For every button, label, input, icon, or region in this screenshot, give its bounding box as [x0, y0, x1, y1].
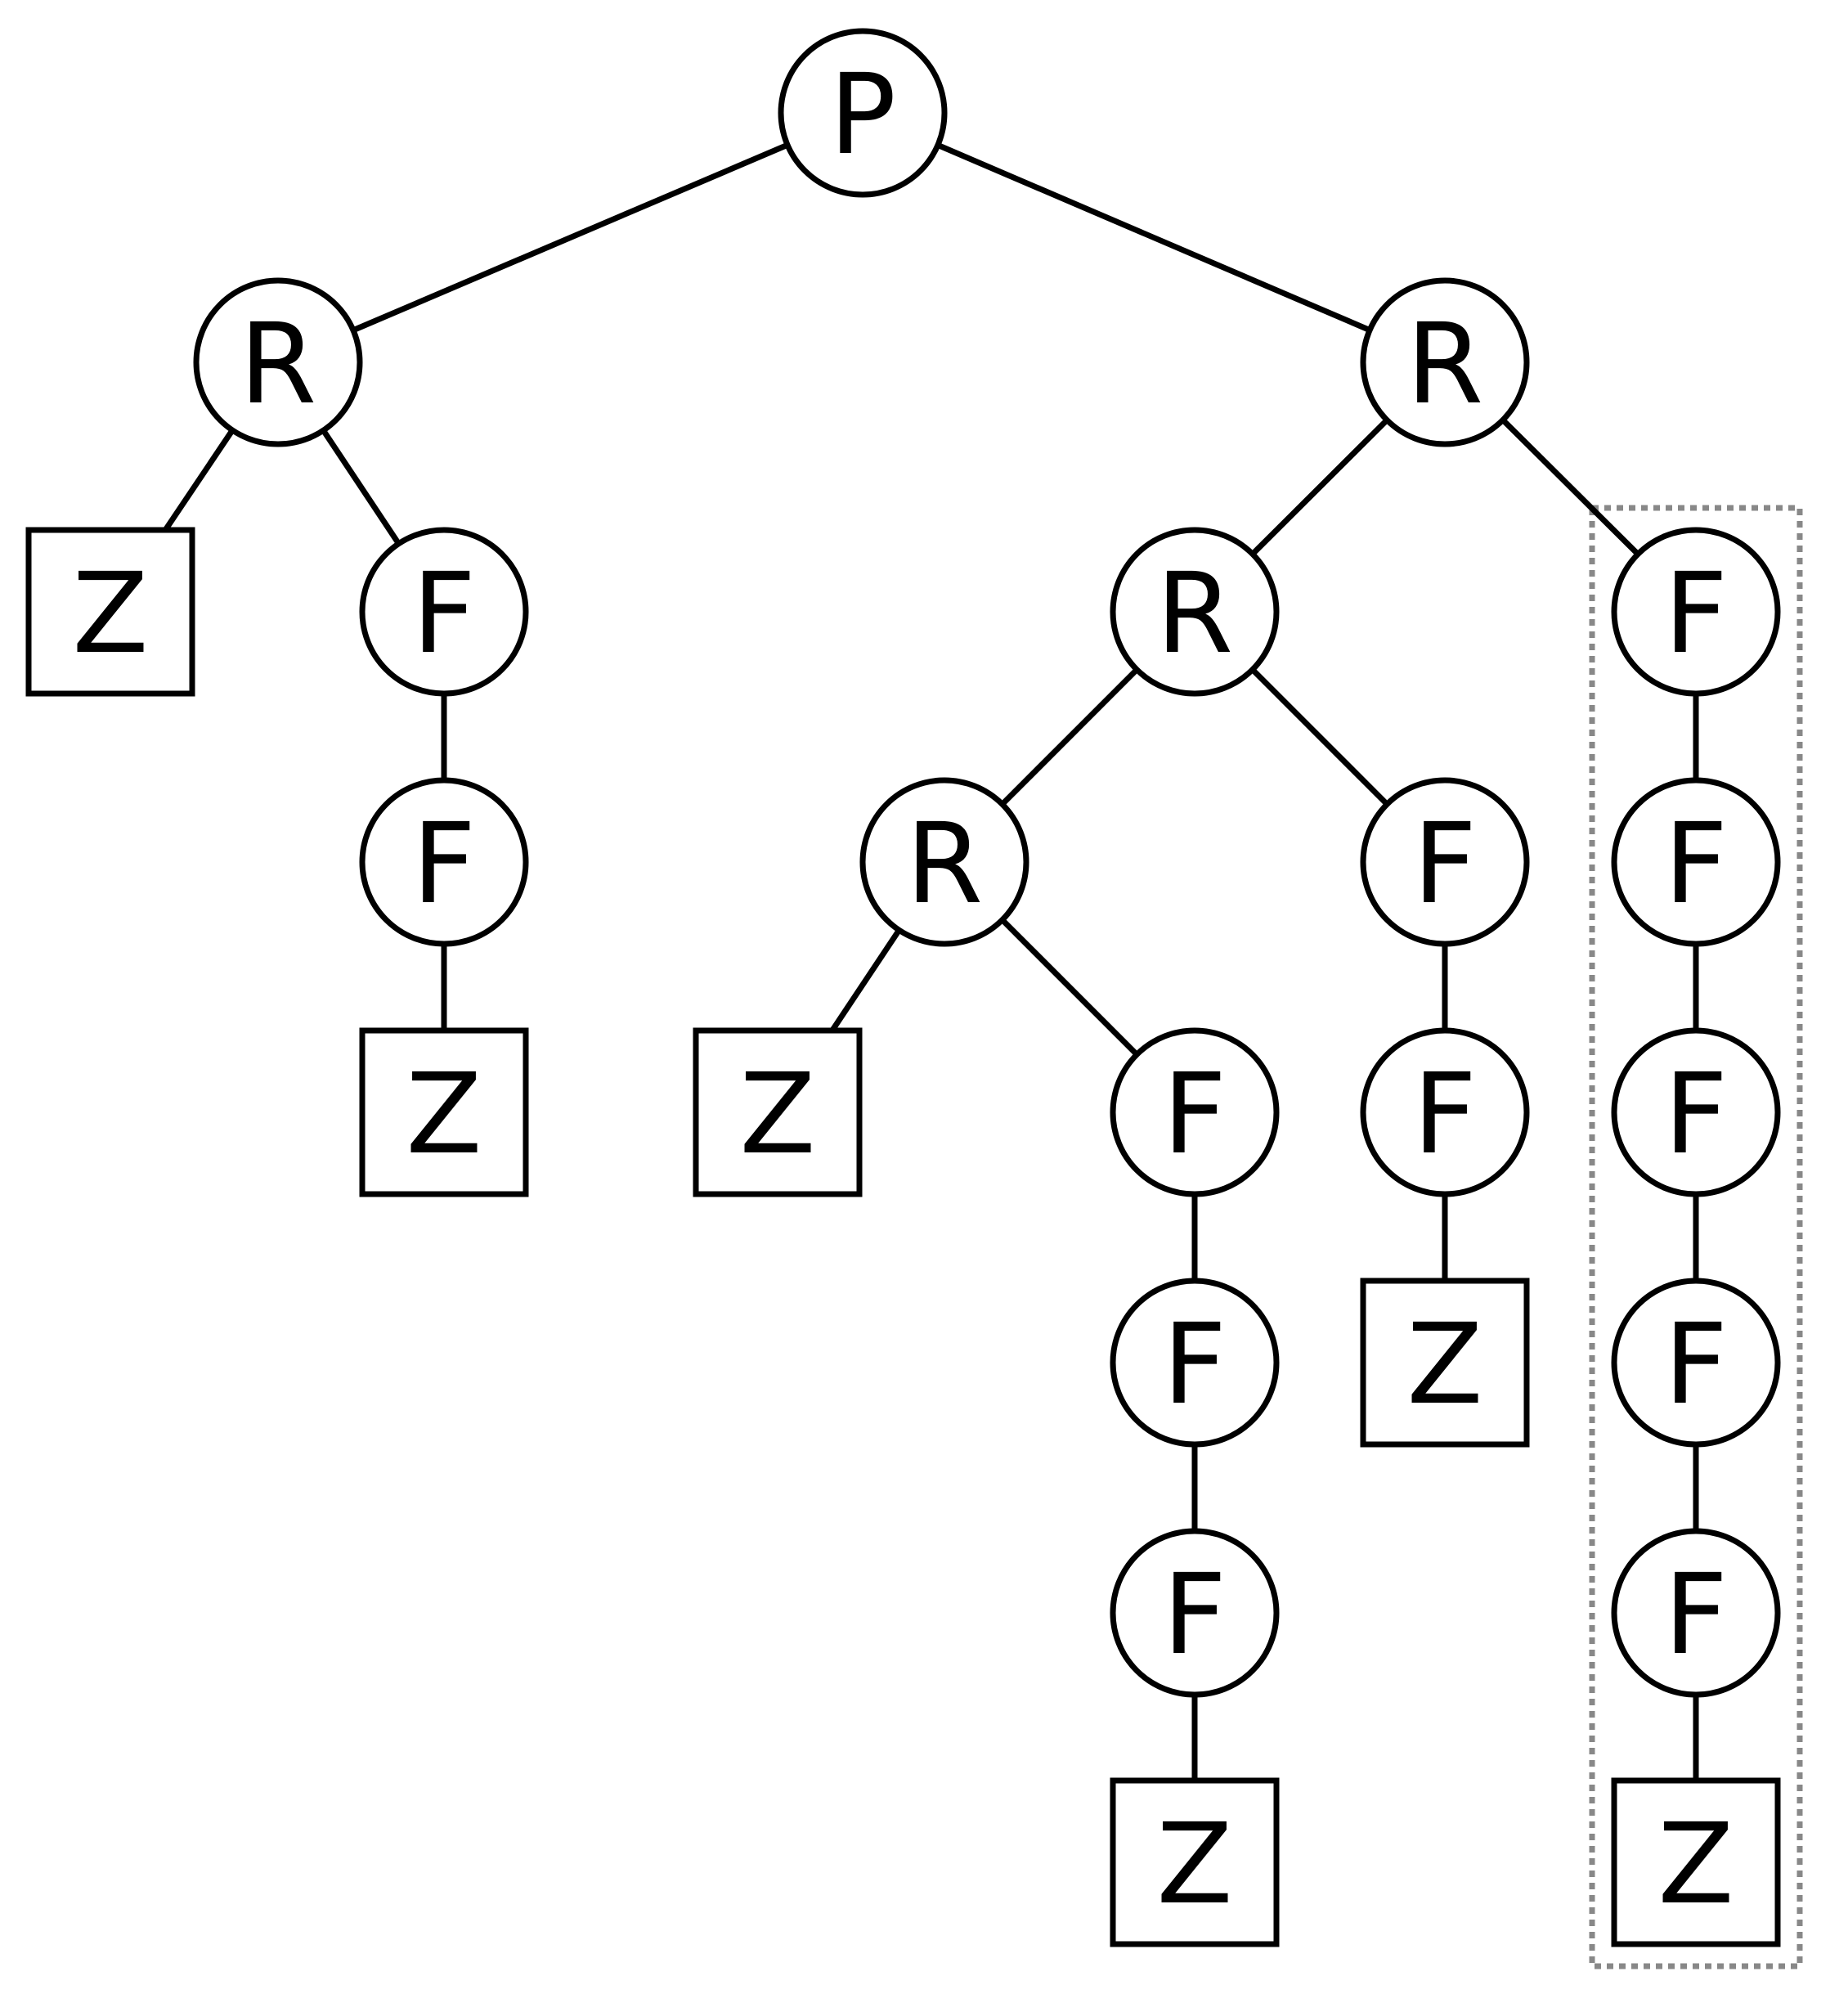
node-label: Z — [739, 1050, 815, 1179]
node-label: F — [1664, 550, 1728, 679]
node-z1: Z — [25, 527, 195, 697]
edge-r2-f2a — [1500, 417, 1640, 557]
node-f3b: F — [1360, 1027, 1530, 1197]
node-label: F — [1163, 1300, 1227, 1430]
node-circle — [1611, 1528, 1781, 1698]
node-label: F — [1664, 1050, 1728, 1179]
node-z3: Z — [693, 1027, 863, 1197]
node-circle — [1611, 1027, 1781, 1197]
node-label: F — [1664, 1300, 1728, 1430]
node-label: R — [1406, 300, 1484, 429]
node-label: F — [1163, 1551, 1227, 1680]
node-circle — [1360, 777, 1530, 947]
node-label: Z — [1657, 1800, 1734, 1929]
node-circle — [193, 277, 363, 447]
node-label: F — [412, 550, 476, 679]
node-circle — [359, 527, 529, 697]
node-r4: R — [859, 777, 1029, 947]
node-f4a: F — [1110, 1027, 1280, 1197]
node-f2a: F — [1611, 527, 1781, 697]
node-r3: R — [1110, 527, 1280, 697]
edge-p-r1 — [352, 142, 789, 333]
node-f2d: F — [1611, 1278, 1781, 1448]
node-label: R — [906, 800, 984, 929]
node-square — [1611, 1777, 1781, 1947]
edges-layer — [163, 142, 1699, 1781]
node-z5: Z — [1360, 1278, 1530, 1448]
node-label: F — [412, 800, 476, 929]
node-label: P — [829, 51, 896, 180]
edge-r3-r4 — [1000, 667, 1139, 806]
node-label: Z — [72, 550, 148, 679]
node-circle — [1360, 277, 1530, 447]
node-square — [1110, 1777, 1280, 1947]
edge-p-r2 — [936, 142, 1371, 333]
node-label: F — [1664, 1551, 1728, 1680]
node-f4c: F — [1110, 1528, 1280, 1698]
edge-r1-z1 — [163, 429, 235, 532]
node-f2c: F — [1611, 1027, 1781, 1197]
node-label: F — [1413, 800, 1477, 929]
node-square — [25, 527, 195, 697]
node-circle — [778, 28, 948, 198]
node-label: Z — [1156, 1800, 1232, 1929]
node-circle — [1611, 1278, 1781, 1448]
node-circle — [1110, 1278, 1280, 1448]
node-z2: Z — [359, 1027, 529, 1197]
node-label: Z — [406, 1050, 482, 1179]
node-square — [359, 1027, 529, 1197]
node-square — [1360, 1278, 1530, 1448]
node-f2b: F — [1611, 777, 1781, 947]
edge-r1-f1a — [321, 429, 401, 546]
highlight-box — [1589, 505, 1803, 1969]
edge-r2-r3 — [1250, 418, 1389, 556]
node-f1a: F — [359, 527, 529, 697]
node-circle — [859, 777, 1029, 947]
node-circle — [1110, 1528, 1280, 1698]
node-circle — [1360, 1027, 1530, 1197]
edge-r4-f4a — [1000, 918, 1139, 1057]
edge-r3-f3a — [1250, 667, 1389, 806]
node-circle — [1611, 527, 1781, 697]
node-label: F — [1163, 1050, 1227, 1179]
node-square — [693, 1027, 863, 1197]
node-label: F — [1664, 800, 1728, 929]
node-r2: R — [1360, 277, 1530, 447]
node-label: Z — [1406, 1300, 1482, 1430]
node-p: P — [778, 28, 948, 198]
node-f1b: F — [359, 777, 529, 947]
node-f2e: F — [1611, 1528, 1781, 1698]
node-circle — [1611, 777, 1781, 947]
edge-r4-z3 — [829, 928, 902, 1032]
node-circle — [359, 777, 529, 947]
node-label: R — [240, 300, 317, 429]
node-circle — [1110, 527, 1280, 697]
node-label: F — [1413, 1050, 1477, 1179]
node-r1: R — [193, 277, 363, 447]
node-z6: Z — [1611, 1777, 1781, 1947]
node-f3a: F — [1360, 777, 1530, 947]
node-f4b: F — [1110, 1278, 1280, 1448]
node-z4: Z — [1110, 1777, 1280, 1947]
node-circle — [1110, 1027, 1280, 1197]
node-label: R — [1156, 550, 1234, 679]
